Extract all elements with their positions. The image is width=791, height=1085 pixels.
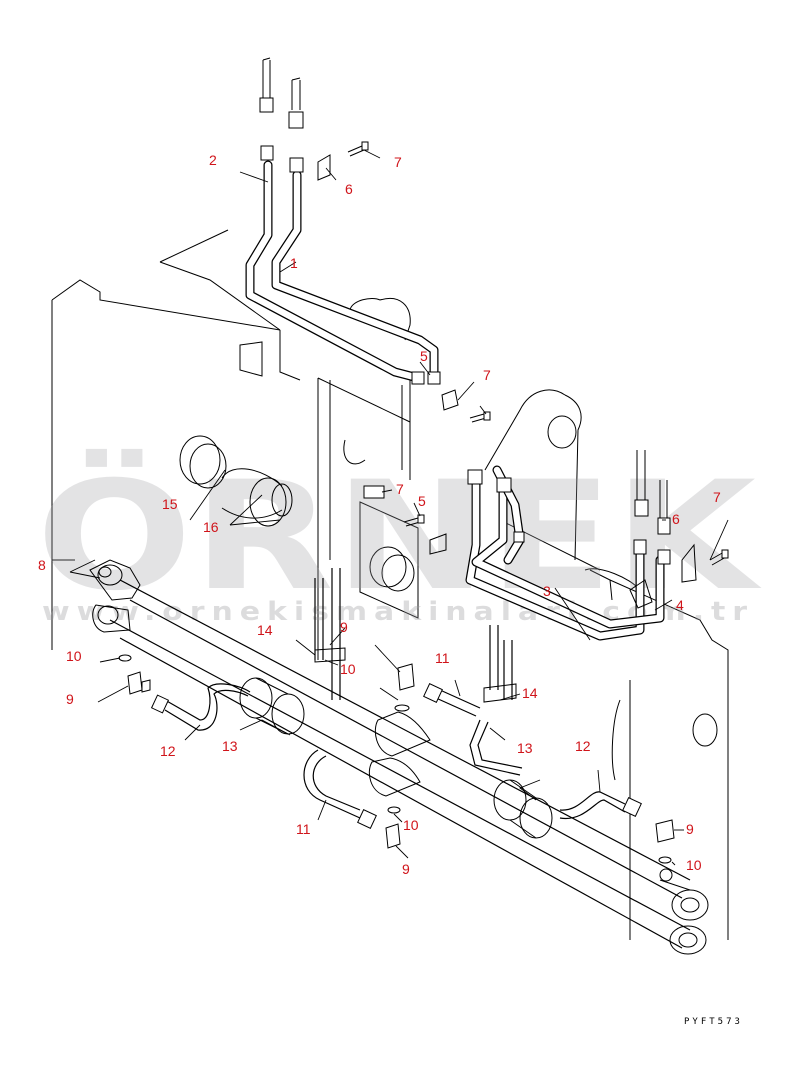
callout-1: 1 — [290, 255, 298, 271]
callout-5a: 5 — [420, 348, 428, 364]
callout-7c: 7 — [396, 481, 404, 497]
guards-13 — [239, 677, 553, 839]
callout-8: 8 — [38, 557, 46, 573]
callout-3: 3 — [543, 583, 551, 599]
callout-12b: 12 — [575, 738, 591, 754]
callout-14b: 14 — [522, 685, 538, 701]
frame-outline — [51, 229, 729, 940]
boots-15-16 — [179, 435, 293, 527]
callout-7d: 7 — [713, 489, 721, 505]
elbows-9-rings-10 — [118, 654, 675, 882]
callout-14a: 14 — [257, 622, 273, 638]
callout-13b: 13 — [517, 740, 533, 756]
callout-9c: 9 — [402, 861, 410, 877]
pipe-3-4 — [465, 450, 729, 641]
pipe-1-2 — [245, 160, 439, 480]
drawing-code: PYFT573 — [684, 1017, 743, 1027]
leader-lines — [69, 149, 729, 866]
watermark: ÖRNEK www.ornekismakinalari.com.tr — [36, 448, 762, 627]
callout-7b: 7 — [483, 367, 491, 383]
top-fittings — [259, 57, 441, 385]
callout-12a: 12 — [160, 743, 176, 759]
callout-11a: 11 — [435, 650, 450, 666]
callout-4: 4 — [676, 597, 684, 613]
clamps-middle — [363, 389, 491, 555]
callout-7a: 7 — [394, 154, 402, 170]
callout-6b: 6 — [672, 511, 680, 527]
callout-13a: 13 — [222, 738, 238, 754]
cylinder-upper — [89, 559, 709, 921]
hoses-center — [314, 568, 523, 776]
callouts: 1 2 3 4 5 5 6 6 7 7 7 7 8 9 9 9 9 10 10 … — [38, 152, 721, 877]
callout-9a: 9 — [340, 619, 348, 635]
hoses-11-12 — [150, 683, 642, 829]
callout-10c: 10 — [403, 817, 419, 833]
callout-9d: 9 — [686, 821, 694, 837]
callout-11b: 11 — [296, 821, 311, 837]
callout-10a: 10 — [66, 648, 82, 664]
callout-6a: 6 — [345, 181, 353, 197]
cylinder-lower — [92, 604, 707, 955]
callout-10d: 10 — [686, 857, 702, 873]
callout-16: 16 — [203, 519, 219, 535]
callout-9b: 9 — [66, 691, 74, 707]
callout-5b: 5 — [418, 493, 426, 509]
callout-10b: 10 — [340, 661, 356, 677]
callout-2: 2 — [209, 152, 217, 168]
callout-15: 15 — [162, 496, 178, 512]
